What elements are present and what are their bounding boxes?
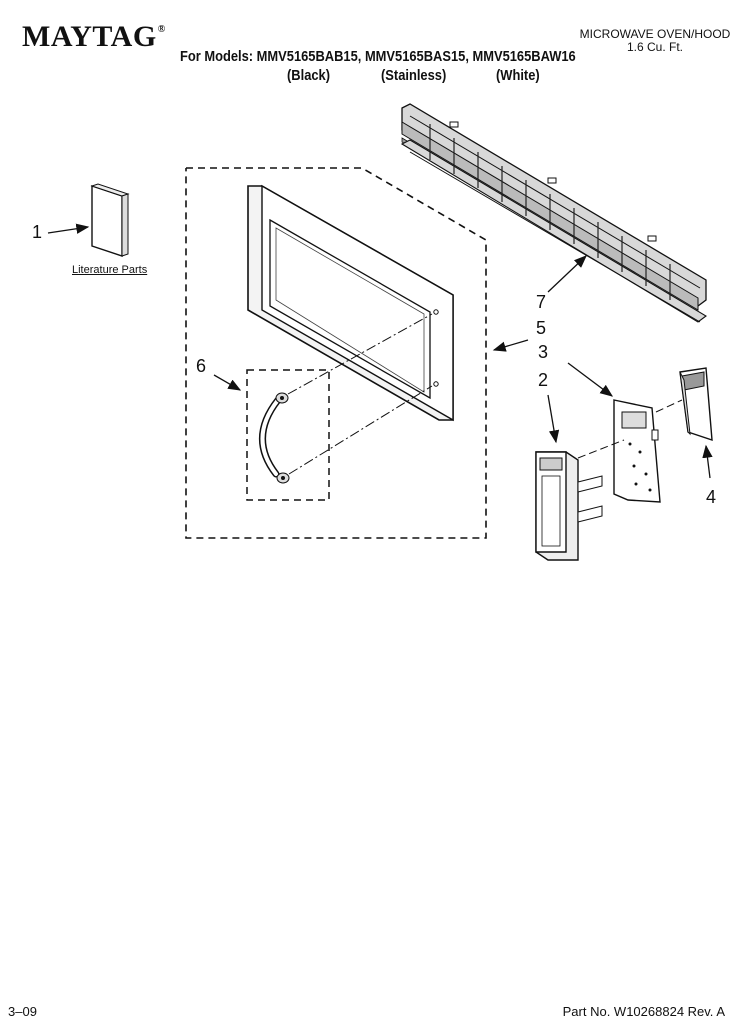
callout-7: 7 <box>536 292 547 312</box>
handle-alignment-line-bottom <box>288 385 433 475</box>
callout-3: 3 <box>538 342 549 362</box>
handle-alignment-line-top <box>287 313 433 395</box>
callout-6: 6 <box>196 356 207 376</box>
variant-black: (Black) <box>287 67 331 84</box>
brand-logo: MAYTAG® <box>22 20 166 53</box>
leader-3 <box>567 362 614 397</box>
leader-1 <box>47 223 90 234</box>
control-board <box>613 399 661 503</box>
callout-1: 1 <box>32 222 43 242</box>
leader-6 <box>213 374 242 391</box>
alignment-line-1 <box>577 439 625 459</box>
variant-white: (White) <box>496 67 540 84</box>
product-description: MICROWAVE OVEN/HOOD 1.6 Cu. Ft. <box>570 28 740 54</box>
callout-2: 2 <box>538 370 549 390</box>
variant-stainless: (Stainless) <box>381 67 447 84</box>
door-frame <box>247 184 454 422</box>
leader-7 <box>547 255 587 293</box>
callout-5: 5 <box>536 318 547 338</box>
page-date: 3–09 <box>8 1004 37 1019</box>
product-capacity: 1.6 Cu. Ft. <box>626 40 684 54</box>
keypad <box>679 367 713 441</box>
product-type: MICROWAVE OVEN/HOOD <box>579 27 731 41</box>
door-handle <box>259 392 290 484</box>
leader-4 <box>702 444 713 479</box>
literature-parts-label: Literature Parts <box>72 264 148 276</box>
handle-kit-boundary <box>246 369 330 501</box>
callout-4: 4 <box>706 487 717 507</box>
part-number: Part No. W10268824 Rev. A <box>562 1004 725 1019</box>
leader-5 <box>492 339 529 352</box>
alignment-line-2 <box>655 399 683 413</box>
control-panel-bezel <box>535 451 603 561</box>
vent-grille <box>400 103 707 323</box>
models-line: For Models: MMV5165BAB15, MMV5165BAS15, … <box>180 48 576 65</box>
leader-2 <box>547 394 560 444</box>
literature-booklet <box>90 183 130 257</box>
door-assembly-boundary <box>185 167 487 539</box>
